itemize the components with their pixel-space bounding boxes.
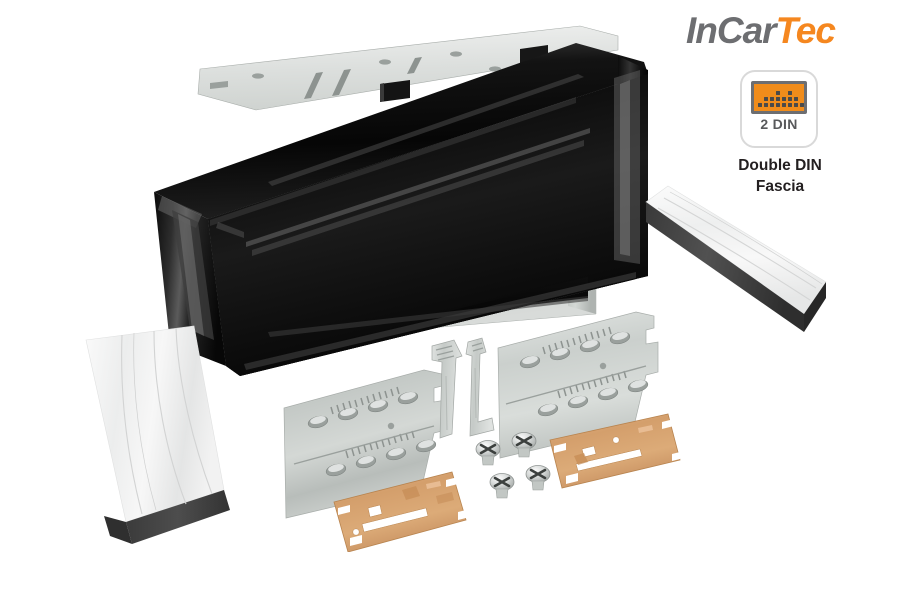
foam-seal-strip-left <box>70 322 245 557</box>
phillips-screw-4 <box>525 465 551 491</box>
eq-dot <box>788 103 792 107</box>
phillips-screw-3 <box>489 473 515 499</box>
eq-dot <box>764 103 768 107</box>
eq-dot <box>770 103 774 107</box>
eq-dot <box>758 103 762 107</box>
fascia-black-bezel <box>154 43 648 376</box>
foam-seal-strip-right <box>628 176 833 351</box>
side-mounting-bracket-left <box>283 369 447 519</box>
copper-trim-plate-left <box>333 471 467 552</box>
eq-dot <box>776 97 780 101</box>
double-din-fascia-frame <box>148 14 648 380</box>
foam-right-illustration <box>645 185 827 332</box>
eq-dot <box>776 103 780 107</box>
eq-dot <box>788 91 792 95</box>
copper-trim-plate-right <box>549 413 681 489</box>
removal-key-left <box>431 339 463 439</box>
accessory-parts-group <box>276 306 696 552</box>
badge-label: 2 DIN <box>760 116 798 132</box>
eq-dot <box>770 97 774 101</box>
eq-dot <box>782 97 786 101</box>
foam-left-illustration <box>85 325 230 544</box>
caption-line-2: Fascia <box>755 177 805 195</box>
side-mounting-bracket-right <box>497 311 659 459</box>
phillips-screw-1 <box>475 440 501 466</box>
phillips-screw-2 <box>511 432 537 458</box>
eq-dot <box>764 97 768 101</box>
caption-line-1: Double DIN <box>738 157 822 174</box>
eq-dot <box>788 97 792 101</box>
2-din-display-icon <box>751 81 807 114</box>
fascia-metal-cage <box>197 25 619 111</box>
two-din-badge: 2 DIN <box>740 70 818 148</box>
eq-dot <box>794 97 798 101</box>
brand-logo-accent: Tec <box>775 10 836 51</box>
removal-key-right <box>465 337 495 437</box>
eq-dot <box>776 91 780 95</box>
accessories-illustration <box>283 311 681 552</box>
brand-logo: InCarTec <box>686 10 836 51</box>
product-caption: Double DIN Fascia <box>700 156 860 198</box>
eq-dot <box>794 103 798 107</box>
eq-dot <box>782 103 786 107</box>
brand-logo-primary: InCar <box>686 10 777 51</box>
eq-dot <box>800 103 804 107</box>
product-name-accessible: Double DIN Fascia Adapter Kit <box>0 0 1 1</box>
fascia-illustration <box>154 25 648 376</box>
